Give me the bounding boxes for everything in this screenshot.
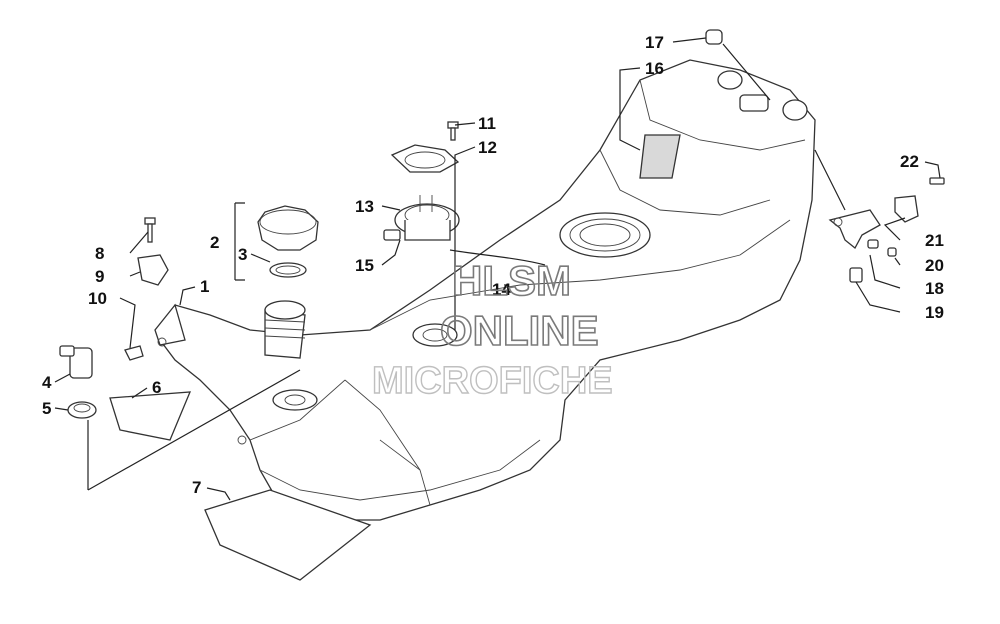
filler-neck <box>264 300 306 359</box>
insulation-pad-7 <box>204 489 372 581</box>
bracket-assembly <box>828 177 945 283</box>
fuel-cap <box>257 205 319 251</box>
clamp-9 <box>137 254 169 286</box>
callout-labels: 1 2 3 4 5 6 7 8 9 10 11 12 13 14 15 16 1… <box>42 33 944 497</box>
callout-15: 15 <box>355 256 374 275</box>
fuel-tank <box>154 59 816 521</box>
bolt-8 <box>144 217 156 243</box>
callout-5: 5 <box>42 399 51 418</box>
callout-21: 21 <box>925 231 944 250</box>
callout-6: 6 <box>152 378 161 397</box>
callout-13: 13 <box>355 197 374 216</box>
o-ring <box>269 262 307 278</box>
callout-11: 11 <box>478 114 496 133</box>
callout-8: 8 <box>95 244 104 263</box>
callout-20: 20 <box>925 256 944 275</box>
watermark-line-2: ONLINE <box>440 307 599 354</box>
fuel-pump <box>383 195 460 241</box>
clip-10 <box>124 345 144 361</box>
vent-fitting <box>59 345 93 379</box>
callout-17: 17 <box>645 33 664 52</box>
callout-7: 7 <box>192 478 201 497</box>
callout-3: 3 <box>238 245 247 264</box>
insulation-pad-6 <box>109 391 192 441</box>
vent-cap-17 <box>705 29 723 45</box>
callout-22: 22 <box>900 152 919 171</box>
callout-19: 19 <box>925 303 944 322</box>
grommet <box>67 401 97 419</box>
callout-14: 14 <box>492 280 511 299</box>
watermark-line-3: MICROFICHE <box>372 360 613 402</box>
leader-lines <box>54 37 941 501</box>
gasket-12 <box>390 144 460 173</box>
callout-9: 9 <box>95 267 104 286</box>
callout-16: 16 <box>645 59 664 78</box>
callout-2: 2 <box>210 233 219 252</box>
watermark: HLSM ONLINE MICROFICHE <box>371 256 613 403</box>
fuel-line <box>449 249 546 266</box>
watermark-line-1: HLSM <box>452 257 571 304</box>
callout-10: 10 <box>88 289 107 308</box>
callout-4: 4 <box>42 373 52 392</box>
callout-18: 18 <box>925 279 944 298</box>
callout-1: 1 <box>200 277 209 296</box>
callout-12: 12 <box>478 138 497 157</box>
